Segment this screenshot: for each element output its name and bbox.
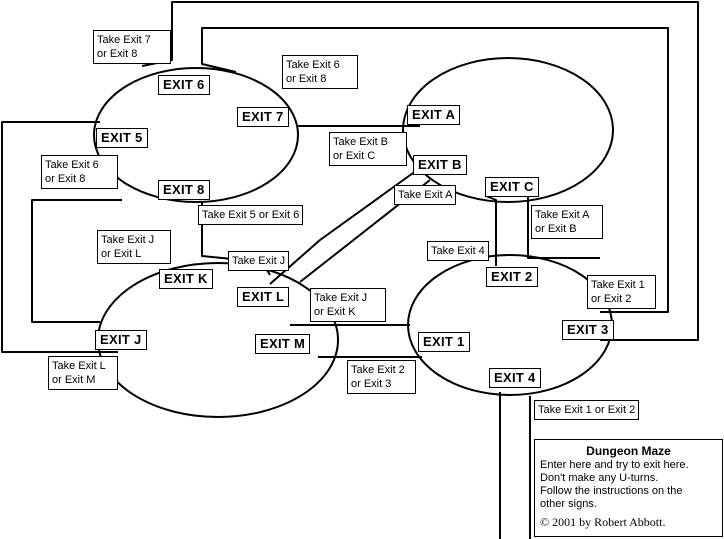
instruction-line: other signs. <box>540 498 597 510</box>
loop-upper-right <box>402 57 614 203</box>
exit-4-label[interactable]: EXIT 4 <box>489 368 541 388</box>
exit-a-label[interactable]: EXIT A <box>407 105 461 125</box>
exit-6-label[interactable]: EXIT 6 <box>158 75 210 95</box>
instruction-line: Follow the instructions on the <box>540 485 683 497</box>
sign-exit-j-or-l: Take Exit J or Exit L <box>97 230 171 264</box>
sign-exit-1-or-2-bottom: Take Exit 1 or Exit 2 <box>534 400 640 420</box>
path-left-outer <box>1 121 118 353</box>
instruction-line: Don't make any U-turns. <box>540 472 659 484</box>
exit-l-label[interactable]: EXIT L <box>237 287 290 307</box>
exit-1-label[interactable]: EXIT 1 <box>418 332 470 352</box>
path-top-inner <box>201 27 669 313</box>
sign-exit-5-or-6: Take Exit 5 or Exit 6 <box>198 205 304 225</box>
sign-exit-j: Take Exit J <box>228 251 290 271</box>
exit-2-label[interactable]: EXIT 2 <box>486 267 538 287</box>
path-left-inner <box>31 199 122 323</box>
maze-instructions: Enter here and try to exit here. Don't m… <box>540 459 717 511</box>
sign-exit-2-or-3: Take Exit 2 or Exit 3 <box>347 360 416 394</box>
instruction-line: Enter here and try to exit here. <box>540 459 689 471</box>
sign-exit-a-or-b: Take Exit A or Exit B <box>531 205 603 239</box>
maze-title: Dungeon Maze <box>586 444 671 458</box>
sign-exit-l-or-m: Take Exit L or Exit M <box>48 356 118 390</box>
sign-exit-4: Take Exit 4 <box>427 241 489 261</box>
loop-upper-left <box>93 67 299 203</box>
exit-m-label[interactable]: EXIT M <box>255 334 311 354</box>
sign-exit-b-or-c: Take Exit B or Exit C <box>329 132 407 166</box>
maze-info-box: Dungeon Maze Enter here and try to exit … <box>534 439 723 537</box>
sign-exit-7-or-8: Take Exit 7 or Exit 8 <box>93 30 171 64</box>
path-c-spur <box>485 195 497 266</box>
sign-exit-a: Take Exit A <box>394 185 457 205</box>
exit-c-label[interactable]: EXIT C <box>485 177 539 197</box>
exit-3-label[interactable]: EXIT 3 <box>562 320 614 340</box>
sign-exit-1-or-2-right: Take Exit 1 or Exit 2 <box>587 275 656 309</box>
exit-8-label[interactable]: EXIT 8 <box>158 180 210 200</box>
exit-5-label[interactable]: EXIT 5 <box>96 128 148 148</box>
exit-k-label[interactable]: EXIT K <box>159 269 213 289</box>
exit-j-label[interactable]: EXIT J <box>95 330 147 350</box>
sign-exit-j-or-k: Take Exit J or Exit K <box>310 288 386 322</box>
sign-exit-6-or-8-top: Take Exit 6 or Exit 8 <box>282 55 358 89</box>
exit-b-label[interactable]: EXIT B <box>413 155 467 175</box>
exit-7-label[interactable]: EXIT 7 <box>237 107 289 127</box>
path-c-right <box>527 196 600 259</box>
copyright-notice: © 2001 by Robert Abbott. <box>540 515 666 529</box>
sign-exit-6-or-8-left: Take Exit 6 or Exit 8 <box>41 155 118 189</box>
